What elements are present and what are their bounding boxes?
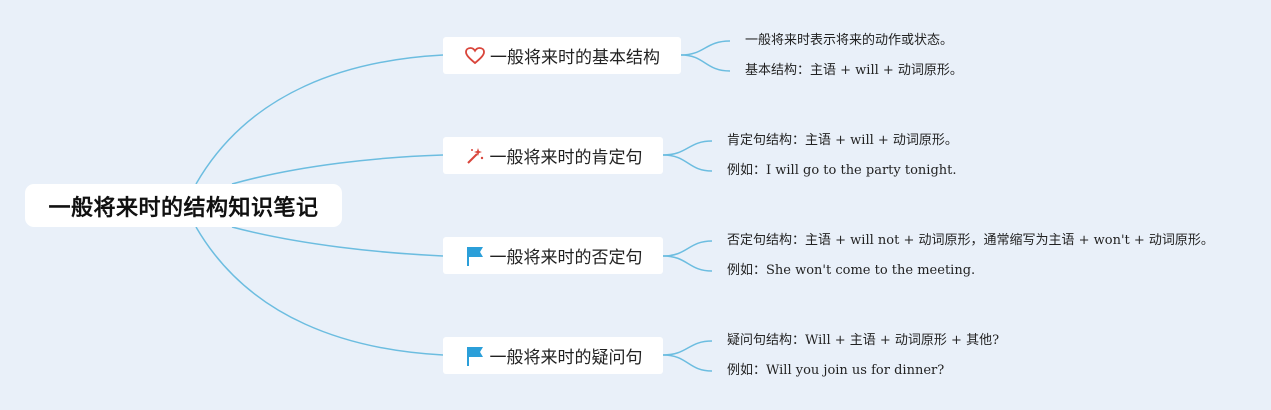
branch-label: 一般将来时的否定句: [489, 248, 643, 268]
leaf-text: 肯定句结构：主语 + will + 动词原形。: [727, 133, 958, 148]
branch-label: 一般将来时的肯定句: [489, 148, 643, 168]
leaf-text: 一般将来时表示将来的动作或状态。: [745, 33, 954, 48]
heart-icon: [464, 45, 486, 67]
branch-node-affirmative[interactable]: 一般将来时的肯定句: [443, 137, 663, 174]
branch-node-interrogative[interactable]: 一般将来时的疑问句: [443, 337, 663, 374]
branch-node-basic-structure[interactable]: 一般将来时的基本结构: [443, 37, 681, 74]
leaf-text: 基本结构：主语 + will + 动词原形。: [745, 63, 963, 78]
connector-branch-1-leaf-2: [680, 54, 731, 72]
flag-icon: [464, 345, 486, 367]
root-node[interactable]: 一般将来时的结构知识笔记: [25, 184, 342, 227]
leaf-text: 例如：I will go to the party tonight.: [727, 163, 957, 178]
branch-node-negative[interactable]: 一般将来时的否定句: [443, 237, 663, 274]
branch-label: 一般将来时的疑问句: [489, 348, 643, 368]
connector-branch-4-leaf-2: [662, 354, 713, 372]
leaf-text: 否定句结构：主语 + will not + 动词原形，通常缩写为主语 + won…: [727, 233, 1214, 248]
flag-icon: [464, 245, 486, 267]
connector-root-branch-2: [231, 154, 444, 185]
connector-branch-3-leaf-2: [662, 255, 713, 272]
leaf-text: 例如：Will you join us for dinner?: [727, 363, 945, 378]
connector-root-branch-3: [231, 226, 444, 257]
leaf-text: 疑问句结构：Will + 主语 + 动词原形 + 其他?: [727, 333, 1000, 348]
connector-branch-2-leaf-1: [662, 140, 713, 156]
connector-root-branch-1: [195, 54, 444, 185]
connector-branch-4-leaf-1: [662, 340, 713, 356]
magic-wand-icon: [464, 145, 486, 167]
leaf-text: 例如：She won't come to the meeting.: [727, 263, 976, 278]
branch-label: 一般将来时的基本结构: [490, 48, 660, 68]
connector-branch-1-leaf-1: [680, 40, 731, 56]
connector-root-branch-4: [195, 226, 444, 356]
connector-branch-3-leaf-1: [662, 240, 713, 257]
connector-branch-2-leaf-2: [662, 154, 713, 172]
root-title: 一般将来时的结构知识笔记: [48, 195, 319, 221]
